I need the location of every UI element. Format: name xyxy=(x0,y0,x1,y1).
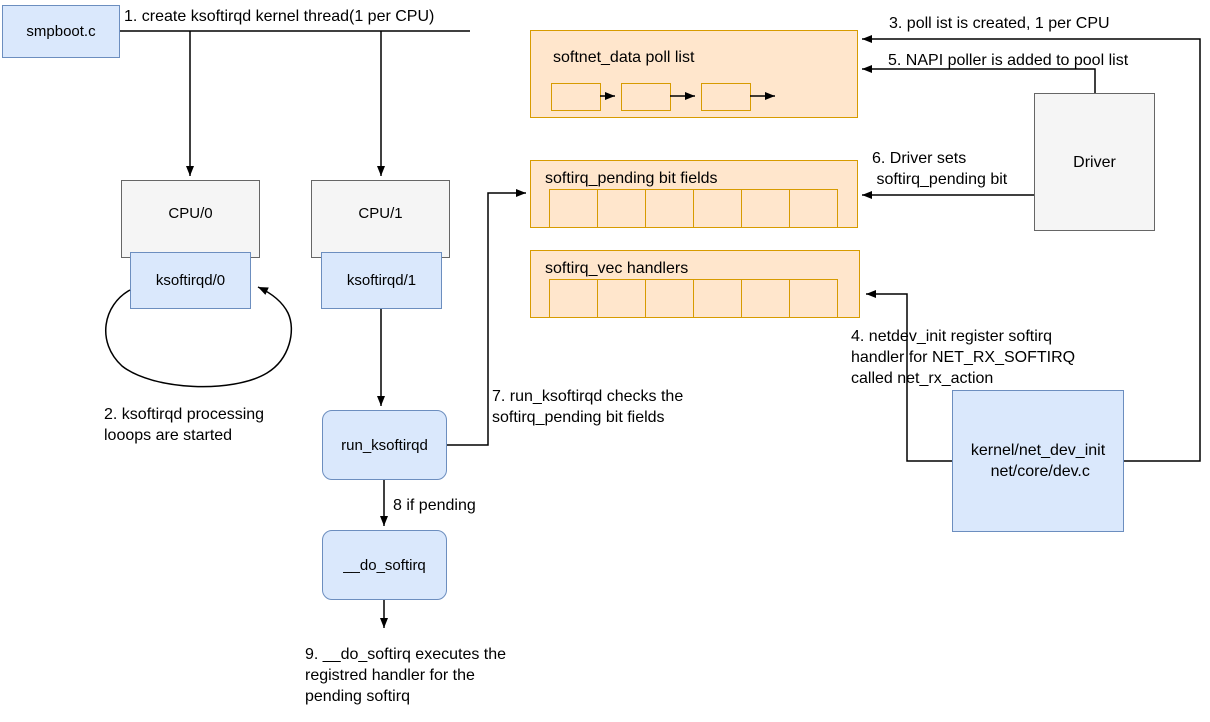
annotation-step8: 8 if pending xyxy=(393,497,476,514)
softirq-pending-cells xyxy=(549,189,838,228)
node-softnet-poll-list: softnet_data poll list ... xyxy=(530,30,858,118)
bitcell xyxy=(789,189,838,228)
node-cpu0: CPU/0 xyxy=(121,180,260,258)
bitcell xyxy=(741,189,790,228)
node-net-dev-init: kernel/net_dev_init net/core/dev.c xyxy=(952,390,1124,532)
annotation-step3: 3. poll ist is created, 1 per CPU xyxy=(889,15,1110,32)
bitcell xyxy=(693,279,742,318)
node-cpu1: CPU/1 xyxy=(311,180,450,258)
softirq-pending-label: softirq_pending bit fields xyxy=(545,170,718,187)
softnet-poll-list-label: softnet_data poll list xyxy=(553,49,695,66)
bitcell xyxy=(597,189,646,228)
node-ksoftirqd0: ksoftirqd/0 xyxy=(130,252,251,309)
annotation-step2: 2. ksoftirqd processing looops are start… xyxy=(104,406,265,444)
node-run-ksoftirqd: run_ksoftirqd xyxy=(322,410,447,480)
bitcell xyxy=(741,279,790,318)
bitcell xyxy=(549,189,598,228)
pollcell xyxy=(621,83,671,111)
annotation-step5: 5. NAPI poller is added to pool list xyxy=(888,52,1129,69)
softnet-poll-list-cells xyxy=(531,31,857,117)
node-driver: Driver xyxy=(1034,93,1155,231)
pollcell xyxy=(701,83,751,111)
pollcell xyxy=(551,83,601,111)
annotation-step7: 7. run_ksoftirqd checks the softirq_pend… xyxy=(492,388,684,426)
node-softirq-pending: softirq_pending bit fields xyxy=(530,160,858,228)
bitcell xyxy=(693,189,742,228)
node-smpboot: smpboot.c xyxy=(2,5,120,58)
bitcell xyxy=(645,189,694,228)
annotation-step6: 6. Driver sets softirq_pending bit xyxy=(872,150,1008,188)
annotation-step9: 9. __do_softirq executes the registred h… xyxy=(305,646,507,705)
bitcell xyxy=(549,279,598,318)
softirq-vec-cells xyxy=(549,279,838,318)
node-do-softirq: __do_softirq xyxy=(322,530,447,600)
bitcell xyxy=(597,279,646,318)
annotation-step4: 4. netdev_init register softirq handler … xyxy=(851,328,1076,387)
bitcell xyxy=(645,279,694,318)
arrow-driver-to-polllist xyxy=(862,65,1096,93)
node-softirq-vec: softirq_vec handlers xyxy=(530,250,860,318)
softirq-vec-label: softirq_vec handlers xyxy=(545,260,689,277)
node-ksoftirqd1: ksoftirqd/1 xyxy=(321,252,442,309)
annotation-step1: 1. create ksoftirqd kernel thread(1 per … xyxy=(124,8,435,25)
bitcell xyxy=(789,279,838,318)
